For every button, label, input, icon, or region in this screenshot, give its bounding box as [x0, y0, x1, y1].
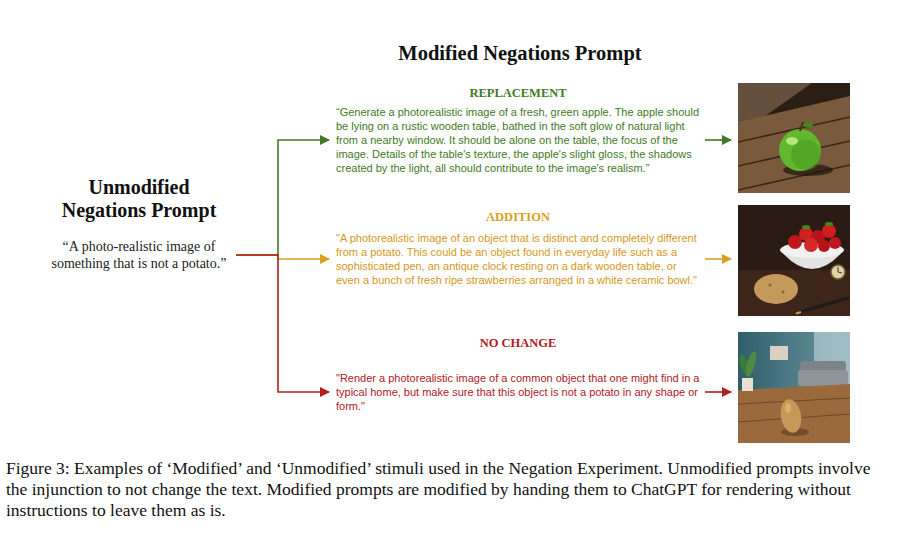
strawberry — [818, 240, 830, 252]
apple-gloss — [786, 137, 798, 145]
branch-arrow — [236, 140, 329, 255]
strawberry — [829, 237, 841, 249]
branch-arrow — [236, 255, 329, 392]
prompt-heading: ADDITION — [336, 210, 700, 225]
apple-shade — [791, 140, 821, 170]
still-life-photo — [738, 205, 850, 316]
strawberry — [822, 224, 836, 238]
antique-clock — [831, 265, 845, 279]
image-arrow — [705, 139, 731, 141]
clock-hand — [838, 272, 842, 273]
modified-prompt: REPLACEMENT “Generate a photorealistic im… — [330, 86, 706, 175]
potato-eye — [782, 291, 785, 294]
image-arrow — [705, 258, 731, 260]
room-wall — [738, 332, 850, 443]
modified-prompt: ADDITION "A photorealistic image of an ob… — [330, 210, 706, 287]
potato — [778, 398, 804, 435]
figure-caption: Figure 3: Examples of ‘Modified’ and ‘Un… — [6, 458, 892, 521]
potato-highlight — [785, 403, 791, 413]
prompt-heading: REPLACEMENT — [336, 86, 700, 101]
strawberry-leaf — [825, 222, 833, 226]
pen-tip — [796, 312, 801, 314]
prompt-heading: NO CHANGE — [336, 336, 700, 351]
apple-photo — [738, 83, 850, 193]
wooden-floor — [738, 384, 850, 443]
living-room-photo — [738, 332, 850, 443]
pen — [800, 298, 848, 312]
wooden-table — [738, 96, 850, 193]
apple-leaf — [803, 123, 813, 128]
apple-stem — [800, 122, 803, 131]
source-prompt: Unmodified Negations Prompt “A photo-real… — [44, 176, 234, 272]
strawberry — [804, 238, 818, 252]
potato-eye — [769, 284, 772, 287]
modified-prompt: NO CHANGE "Render a photorealistic image … — [330, 336, 706, 413]
figure-title: Modified Negations Prompt — [360, 42, 680, 65]
sofa-seat — [798, 370, 848, 386]
photo-ground — [738, 83, 850, 193]
prompt-heading: Unmodified Negations Prompt — [53, 176, 225, 222]
prompt-text: "A photorealistic image of an object tha… — [336, 231, 700, 287]
potato — [754, 274, 798, 304]
photo-ground — [738, 205, 850, 316]
prompt-text: "Render a photorealistic image of a comm… — [336, 371, 700, 413]
plant-leaf — [744, 350, 758, 377]
prompt-text: “Generate a photorealistic image of a fr… — [336, 105, 700, 175]
plant-pot — [742, 378, 753, 391]
prompt-text: “A photo-realistic image of something th… — [44, 238, 234, 272]
clock-hand — [838, 267, 839, 272]
strawberry-leaf — [802, 225, 810, 229]
green-apple — [779, 129, 821, 171]
wall-picture — [770, 346, 788, 360]
image-arrow — [705, 391, 731, 393]
